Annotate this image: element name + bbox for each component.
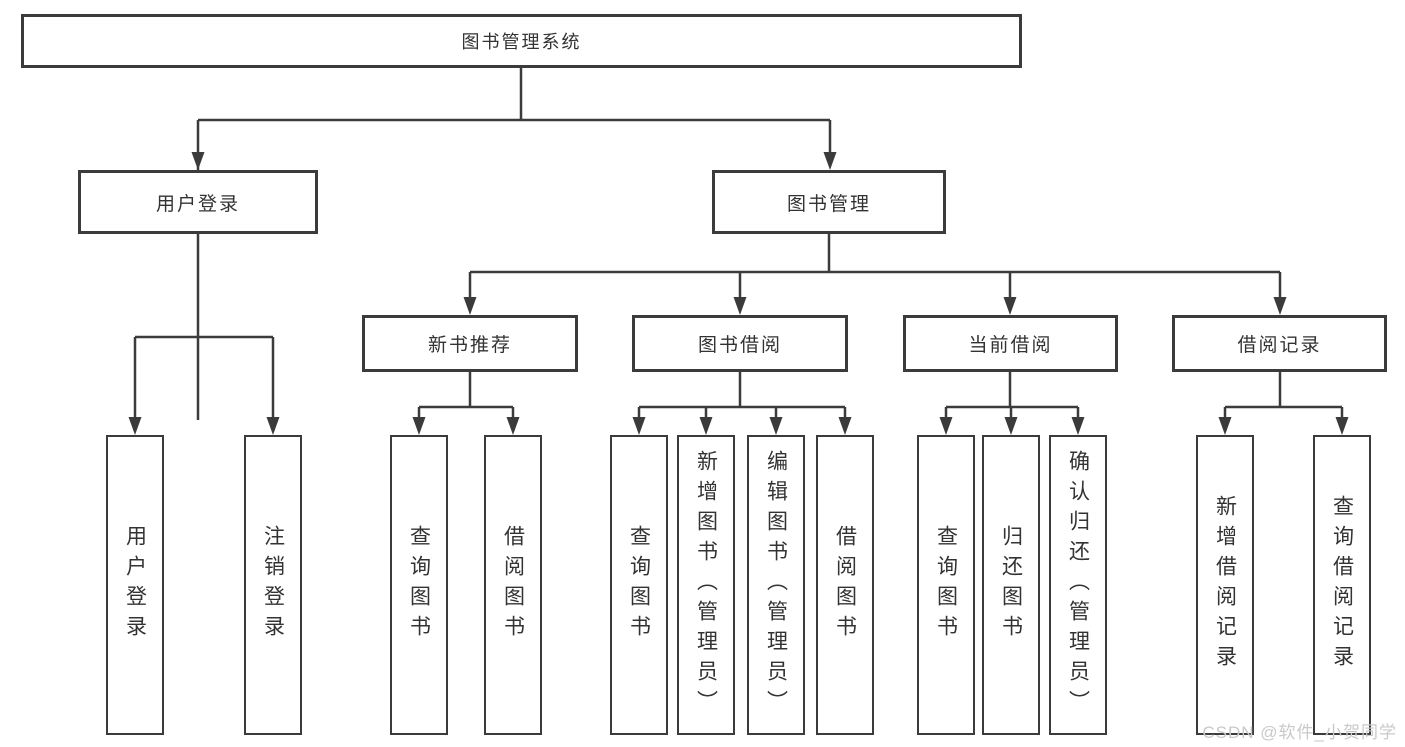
leaf-rec-borrow-book-label: 借阅图书: [501, 525, 525, 645]
csdn-watermark: CSDN @软件_小贺同学: [1202, 723, 1397, 742]
node-user-login-label: 用户登录: [155, 193, 240, 215]
leaf-logout: 注销登录: [244, 435, 302, 735]
leaf-cb-return-book: 归还图书: [982, 435, 1040, 735]
leaf-bb-add-book-admin: 新增图书（管理员）: [677, 435, 735, 735]
leaf-bb-query-book: 查询图书: [610, 435, 668, 735]
leaf-bb-edit-book-admin-label: 编辑图书（管理员）: [764, 450, 788, 720]
leaf-rec-query-book-label: 查询图书: [407, 525, 431, 645]
node-book-borrowing-label: 图书借阅: [697, 335, 782, 356]
leaf-bb-edit-book-admin: 编辑图书（管理员）: [747, 435, 805, 735]
leaf-cb-query-book: 查询图书: [917, 435, 975, 735]
node-current-borrowing: 当前借阅: [903, 315, 1118, 372]
node-book-management: 图书管理: [712, 170, 946, 234]
node-book-borrowing: 图书借阅: [632, 315, 848, 372]
leaf-cb-return-book-label: 归还图书: [999, 525, 1023, 645]
node-current-borrowing-label: 当前借阅: [968, 335, 1053, 356]
leaf-rec-borrow-book: 借阅图书: [484, 435, 542, 735]
node-borrowing-records: 借阅记录: [1172, 315, 1387, 372]
node-new-book-recommendation-label: 新书推荐: [427, 335, 512, 356]
leaf-cb-query-book-label: 查询图书: [934, 525, 958, 645]
node-book-management-label: 图书管理: [786, 193, 871, 215]
leaf-bb-borrow-book-label: 借阅图书: [833, 525, 857, 645]
leaf-bb-query-book-label: 查询图书: [627, 525, 651, 645]
leaf-cb-confirm-return-admin: 确认归还（管理员）: [1049, 435, 1107, 735]
leaf-user-login: 用户登录: [106, 435, 164, 735]
leaf-logout-label: 注销登录: [261, 525, 285, 645]
leaf-br-add-record-label: 新增借阅记录: [1213, 495, 1237, 675]
leaf-user-login-label: 用户登录: [123, 525, 147, 645]
leaf-bb-borrow-book: 借阅图书: [816, 435, 874, 735]
leaf-br-query-record-label: 查询借阅记录: [1330, 495, 1354, 675]
node-user-login: 用户登录: [78, 170, 318, 234]
leaf-cb-confirm-return-admin-label: 确认归还（管理员）: [1066, 450, 1090, 720]
node-borrowing-records-label: 借阅记录: [1237, 335, 1322, 356]
node-root-library-system: 图书管理系统: [21, 14, 1022, 68]
leaf-rec-query-book: 查询图书: [390, 435, 448, 735]
leaf-bb-add-book-admin-label: 新增图书（管理员）: [694, 450, 718, 720]
node-root-label: 图书管理系统: [461, 32, 582, 52]
leaf-br-add-record: 新增借阅记录: [1196, 435, 1254, 735]
leaf-br-query-record: 查询借阅记录: [1313, 435, 1371, 735]
node-new-book-recommendation: 新书推荐: [362, 315, 578, 372]
